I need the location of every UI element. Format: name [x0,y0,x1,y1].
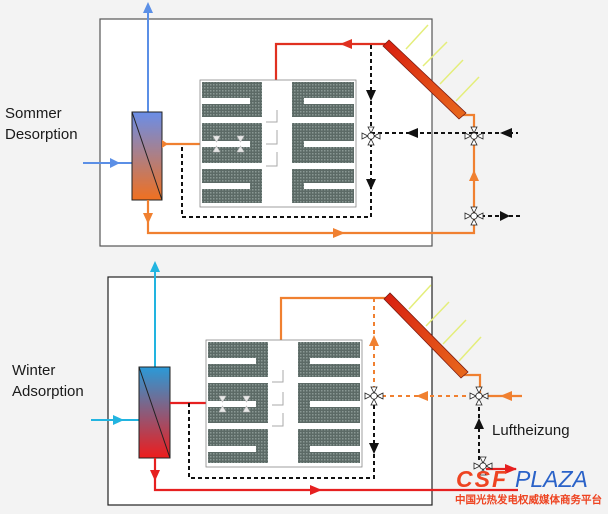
steam-arrows [218,395,251,413]
valve-petal [475,398,483,406]
air-flow-lines [83,2,153,168]
return-down-arrow [143,213,153,224]
winter-adsorption-panel: Winter Adsorption [12,261,570,506]
inlet-air-arrow [110,158,120,168]
valve-petal [364,392,372,400]
collector-panel [382,39,467,120]
mode-label-line2: Adsorption [12,383,84,400]
valve-body [479,462,487,470]
valve-body [470,212,478,220]
watermark-subtitle: 中国光热发电权威媒体商务平台 [455,493,602,506]
valve-body [370,392,378,400]
watermark: CSF PLAZA 中国光热发电权威媒体商务平台 [455,466,602,506]
valve-upper-right [469,386,489,406]
valve-lower-right [473,456,493,476]
mode-label-line2: Desorption [5,126,78,143]
adsorber-module [205,339,363,468]
valve-petal [476,212,484,220]
valve-body [475,392,483,400]
summer-desorption-panel: Sommer Desorption [5,2,520,247]
air-heating-label: Luftheizung [492,422,570,439]
valve-left [364,386,384,406]
solar-collector [383,284,482,379]
return-right-arrow [333,228,345,238]
valve-petal [476,132,484,140]
adsorber-channels [202,82,354,203]
valve-petal [464,212,472,220]
supply-pipe [274,39,386,80]
valve-petal [373,132,381,140]
air-flow-lines [91,261,160,425]
watermark-brand-blue: PLAZA [515,466,588,492]
heat-exchanger [131,111,163,201]
return-pipe [143,113,479,238]
valve-petal [470,206,478,214]
supply-left-arrow [340,39,352,49]
valve-petal [370,398,378,406]
exhaust-air-arrow [150,261,160,272]
mode-label-line1: Sommer [5,105,62,122]
collector-panel [383,292,469,379]
vapor-flow-arrows [266,110,278,167]
valve-petal [376,392,384,400]
valve-body [367,132,375,140]
valve-petal [470,126,478,134]
dashed-flow-arrows [369,418,484,454]
heat-exchanger-divider [131,111,163,201]
valve-body [470,132,478,140]
valve-upper-right [464,126,484,146]
valves [364,386,493,476]
valve-lower-right [464,206,484,226]
valve-petal [361,132,369,140]
valve-petal [481,392,489,400]
valve-petal [367,138,375,146]
exhaust-air-arrow [143,2,153,13]
valve-petal [470,138,478,146]
valve-petal [475,386,483,394]
return-pipe-line [153,458,518,492]
dashed-flow-arrows [366,90,512,221]
solar-collector [382,24,480,120]
inlet-air-arrow [113,415,124,425]
mode-label-line1: Winter [12,362,55,379]
valve-petal [370,386,378,394]
adsorber-outlet-arrow [162,140,168,148]
heating-inlet-arrow [500,391,512,401]
valve-petal [464,132,472,140]
heating-outlet-arrow [505,464,517,474]
valve-petal [469,392,477,400]
valve-petal [485,462,493,470]
adsorber-module [199,79,357,208]
return-up-arrow [469,170,479,181]
valves [361,126,484,226]
valve-left [361,126,381,146]
valve-petal [479,468,487,476]
vapor-flow-arrows [272,370,284,427]
heat-exchanger-divider [138,366,171,459]
sun-rays [408,284,482,362]
return-right-arrow [310,485,322,495]
sun-rays [405,24,480,102]
air-bypass-dashed-lines [188,400,480,479]
valve-petal [367,126,375,134]
return-down-arrow [150,470,160,481]
valve-petal [473,462,481,470]
steam-arrows [212,135,245,153]
heat-exchanger [138,366,171,459]
supply-pipe-line [279,296,386,340]
valve-petal [479,456,487,464]
watermark-brand-red: CSF [456,466,508,492]
heating-flow-arrows [369,335,428,401]
valve-petal [470,218,478,226]
